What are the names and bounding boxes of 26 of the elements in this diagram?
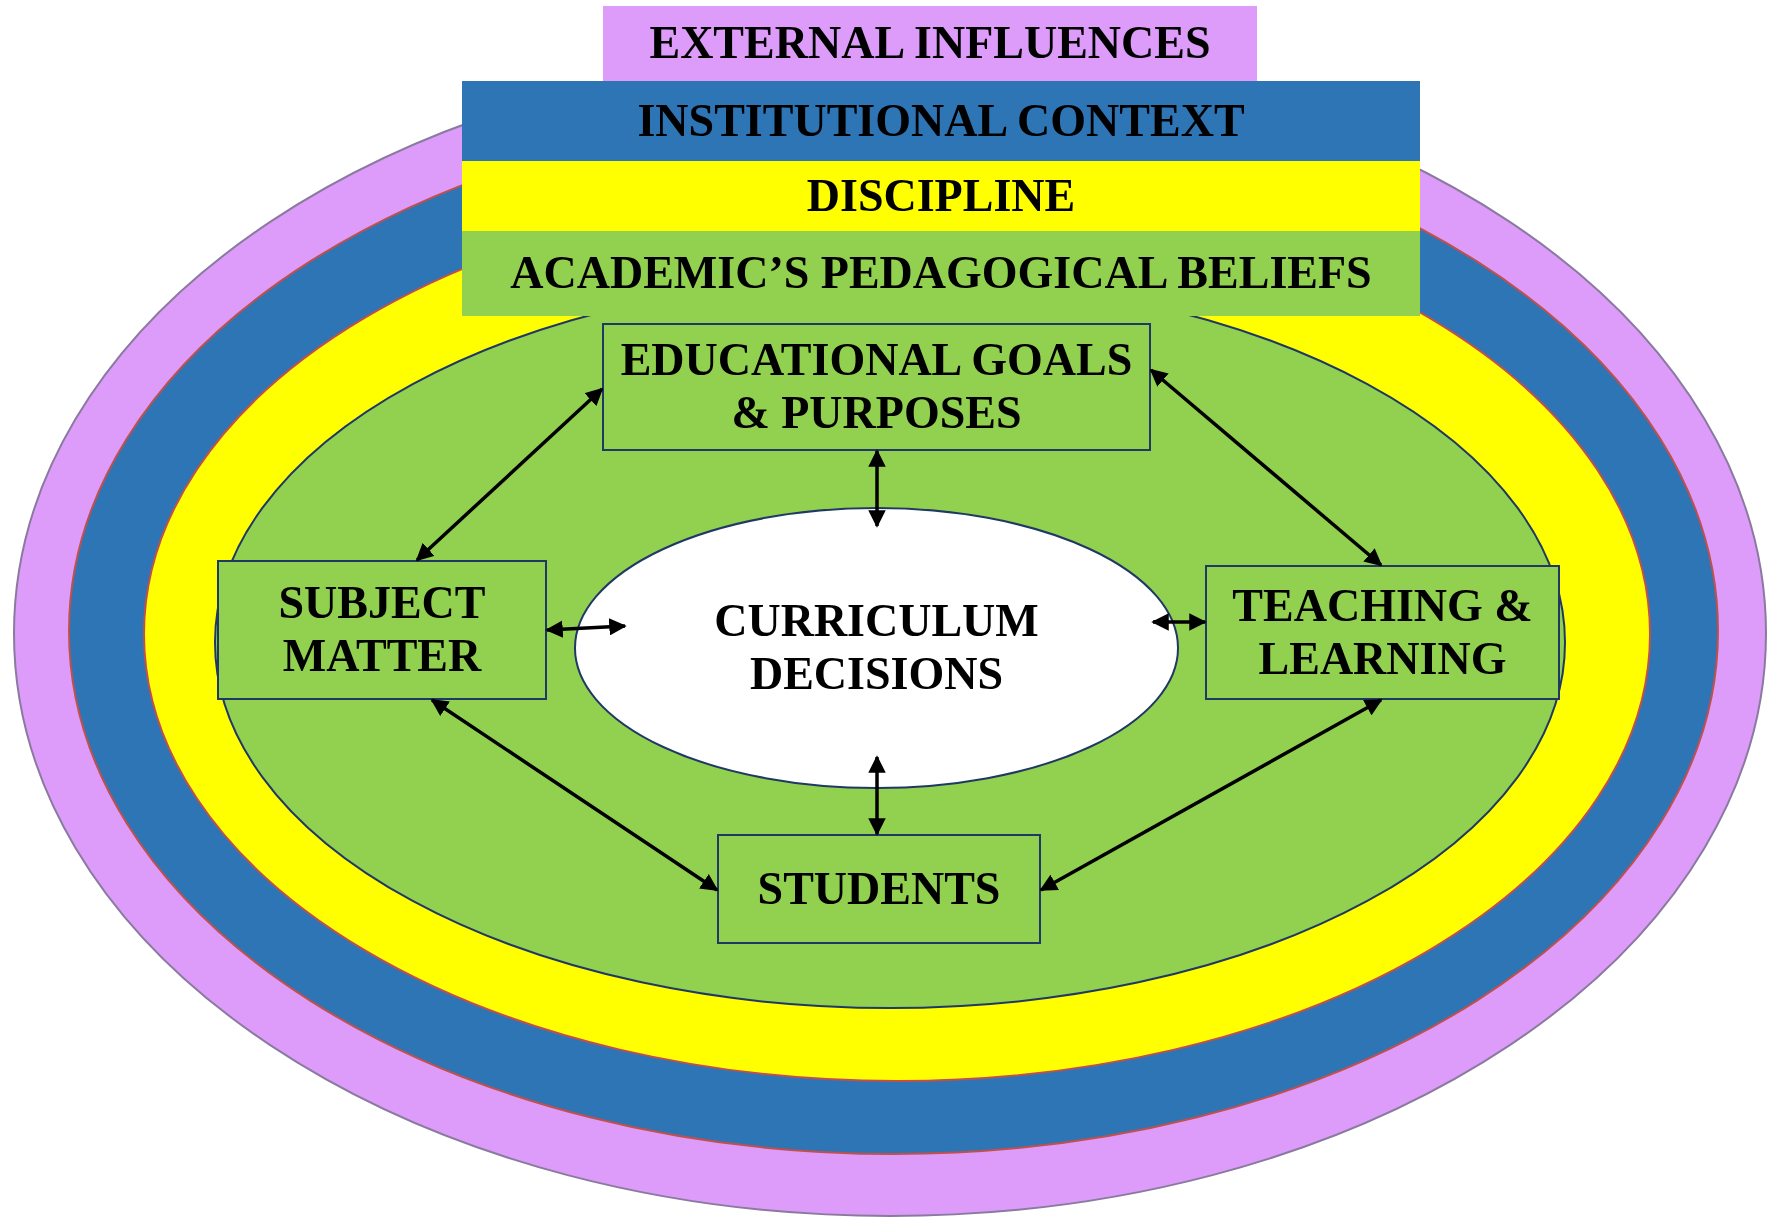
layer-heading: EXTERNAL INFLUENCES xyxy=(603,6,1257,81)
layer-ellipse xyxy=(68,81,1719,1155)
layer-heading: DISCIPLINE xyxy=(462,161,1420,231)
double-arrow xyxy=(545,618,627,638)
layer-heading: ACADEMIC’S PEDAGOGICAL BELIEFS xyxy=(462,231,1420,316)
double-arrow xyxy=(1151,613,1207,631)
layer-ellipse xyxy=(214,231,1566,1009)
decision-ellipse xyxy=(574,507,1179,789)
double-arrow xyxy=(1039,698,1383,892)
topic-box xyxy=(717,834,1041,944)
box-label: EDUCATIONAL GOALS & PURPOSES xyxy=(619,333,1134,440)
box-label: CURRICULUM DECISIONS xyxy=(713,594,1040,701)
topic-box xyxy=(602,323,1151,451)
double-arrow xyxy=(868,449,886,528)
double-arrow xyxy=(430,698,719,892)
box-label: TEACHING & LEARNING xyxy=(1231,578,1534,686)
topic-box xyxy=(1205,565,1560,700)
double-arrow xyxy=(1149,368,1383,567)
layer-heading: INSTITUTIONAL CONTEXT xyxy=(462,81,1420,161)
topic-box xyxy=(217,560,547,700)
double-arrow xyxy=(415,387,604,562)
layer-ellipse xyxy=(13,6,1767,1217)
double-arrow xyxy=(868,755,886,836)
box-label: STUDENTS xyxy=(756,861,1002,916)
box-label: SUBJECT MATTER xyxy=(277,576,487,683)
layer-ellipse xyxy=(143,161,1651,1082)
